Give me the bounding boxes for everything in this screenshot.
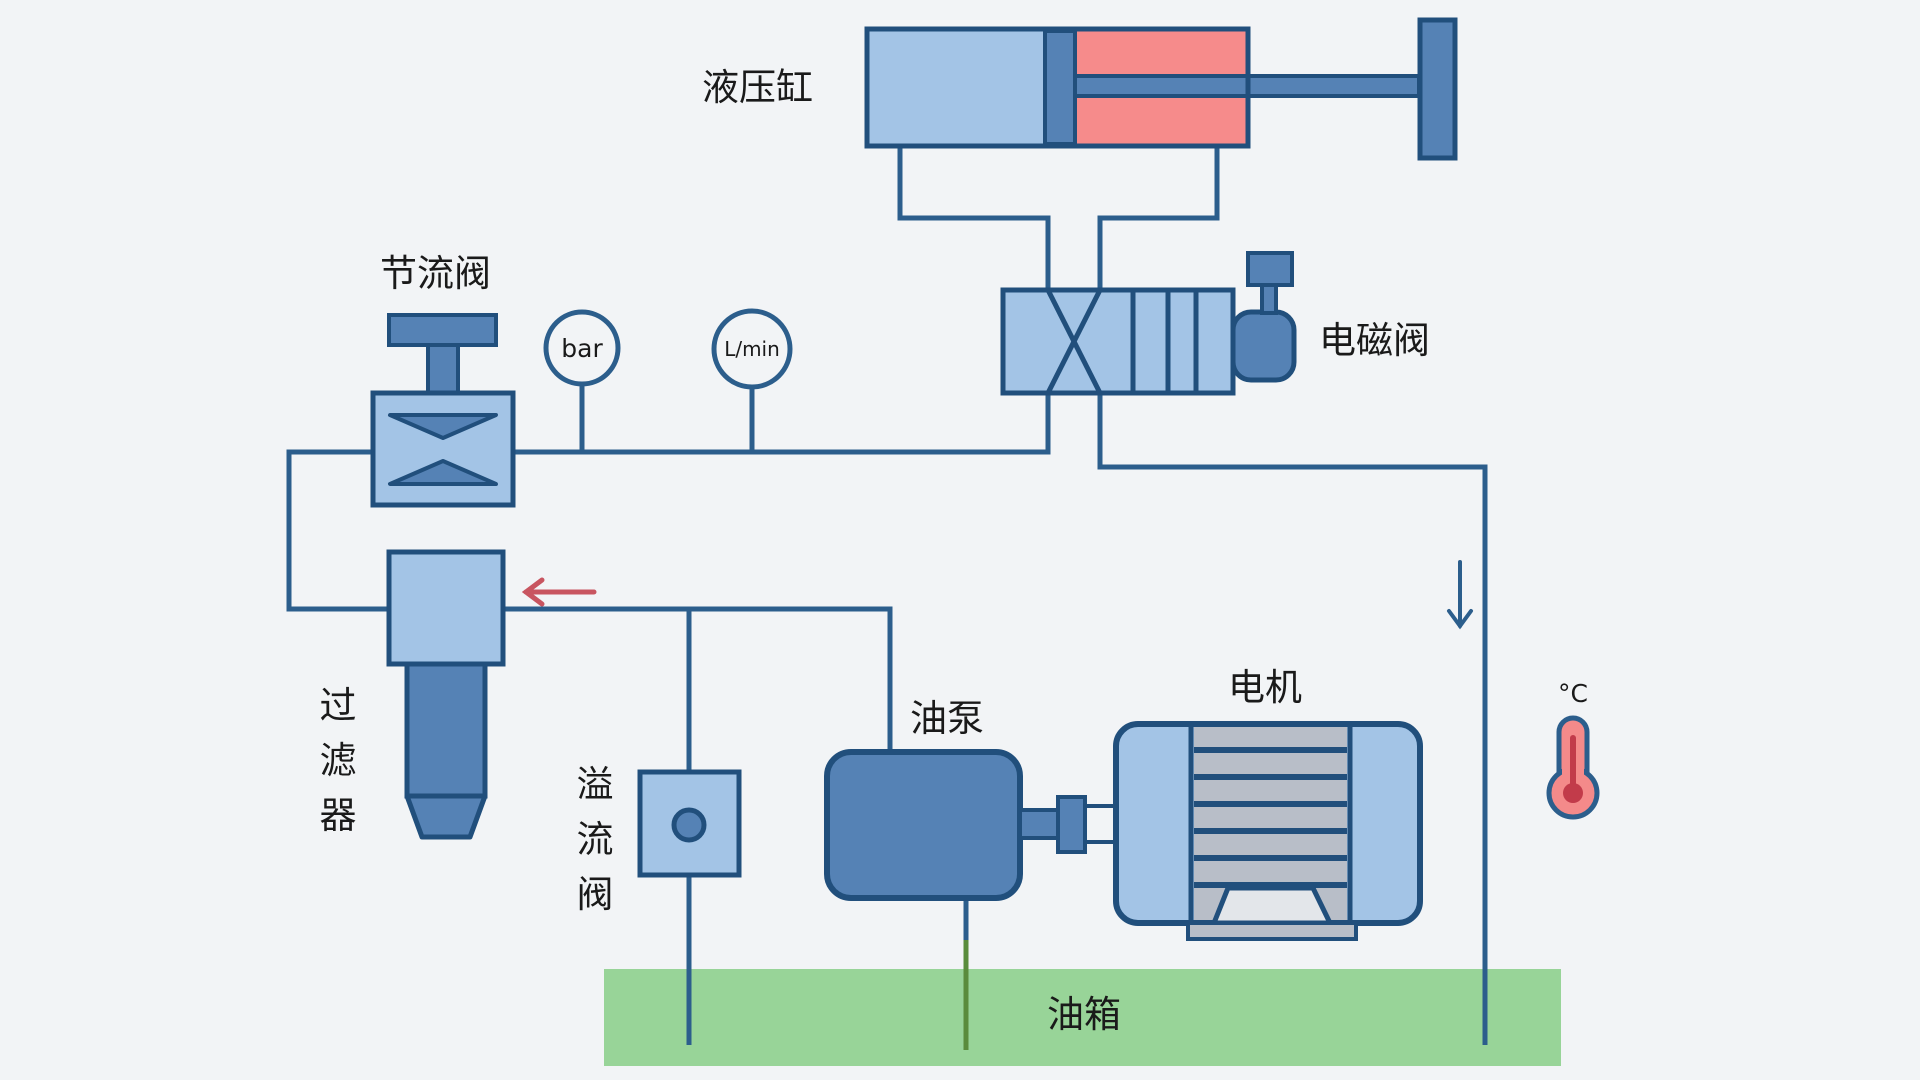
pipe-throttle-filter xyxy=(286,449,389,612)
label-relief-char-2: 流 xyxy=(577,818,614,861)
label-relief-valve: 溢 流 阀 xyxy=(577,763,614,916)
pipes xyxy=(286,146,1488,1045)
label-filter-char-3: 器 xyxy=(320,794,357,837)
label-motor: 电机 xyxy=(1228,666,1302,709)
oil-pump xyxy=(824,749,1023,901)
solenoid-valve xyxy=(1000,251,1297,396)
arrow-left-icon xyxy=(521,577,597,607)
pipe-cylinder-b xyxy=(1097,146,1220,290)
label-filter: 过 滤 器 xyxy=(320,684,357,837)
relief-valve xyxy=(637,769,742,878)
label-filter-char-1: 过 xyxy=(320,684,357,727)
label-tank: 油箱 xyxy=(1047,993,1121,1036)
thermometer-icon xyxy=(1546,715,1600,820)
flow-gauge: L/min xyxy=(711,308,793,390)
pressure-gauge-unit: bar xyxy=(561,334,603,363)
label-filter-char-2: 滤 xyxy=(320,739,357,782)
pipe-cylinder-a xyxy=(897,146,1051,290)
label-relief-char-1: 溢 xyxy=(577,763,614,806)
pipe-pump-outlet xyxy=(503,606,893,750)
arrow-down-icon xyxy=(1447,560,1473,630)
thermometer-unit: °C xyxy=(1558,679,1588,708)
label-pump: 油泵 xyxy=(910,697,984,740)
hydraulic-cylinder xyxy=(864,17,1458,161)
flow-gauge-unit: L/min xyxy=(724,337,780,361)
label-cylinder: 液压缸 xyxy=(702,66,813,109)
pipe-return-line xyxy=(1097,393,1488,1045)
pipe-pressure-line xyxy=(513,393,1051,455)
label-throttle-valve: 节流阀 xyxy=(380,252,491,295)
label-solenoid-valve: 电磁阀 xyxy=(1319,319,1430,362)
oil-tank xyxy=(604,969,1561,1066)
pump-motor-coupling xyxy=(1018,795,1120,854)
pressure-gauge: bar xyxy=(543,309,621,387)
filter xyxy=(386,549,506,840)
label-relief-char-3: 阀 xyxy=(577,873,614,916)
throttle-valve xyxy=(370,313,516,508)
electric-motor xyxy=(1113,721,1423,941)
